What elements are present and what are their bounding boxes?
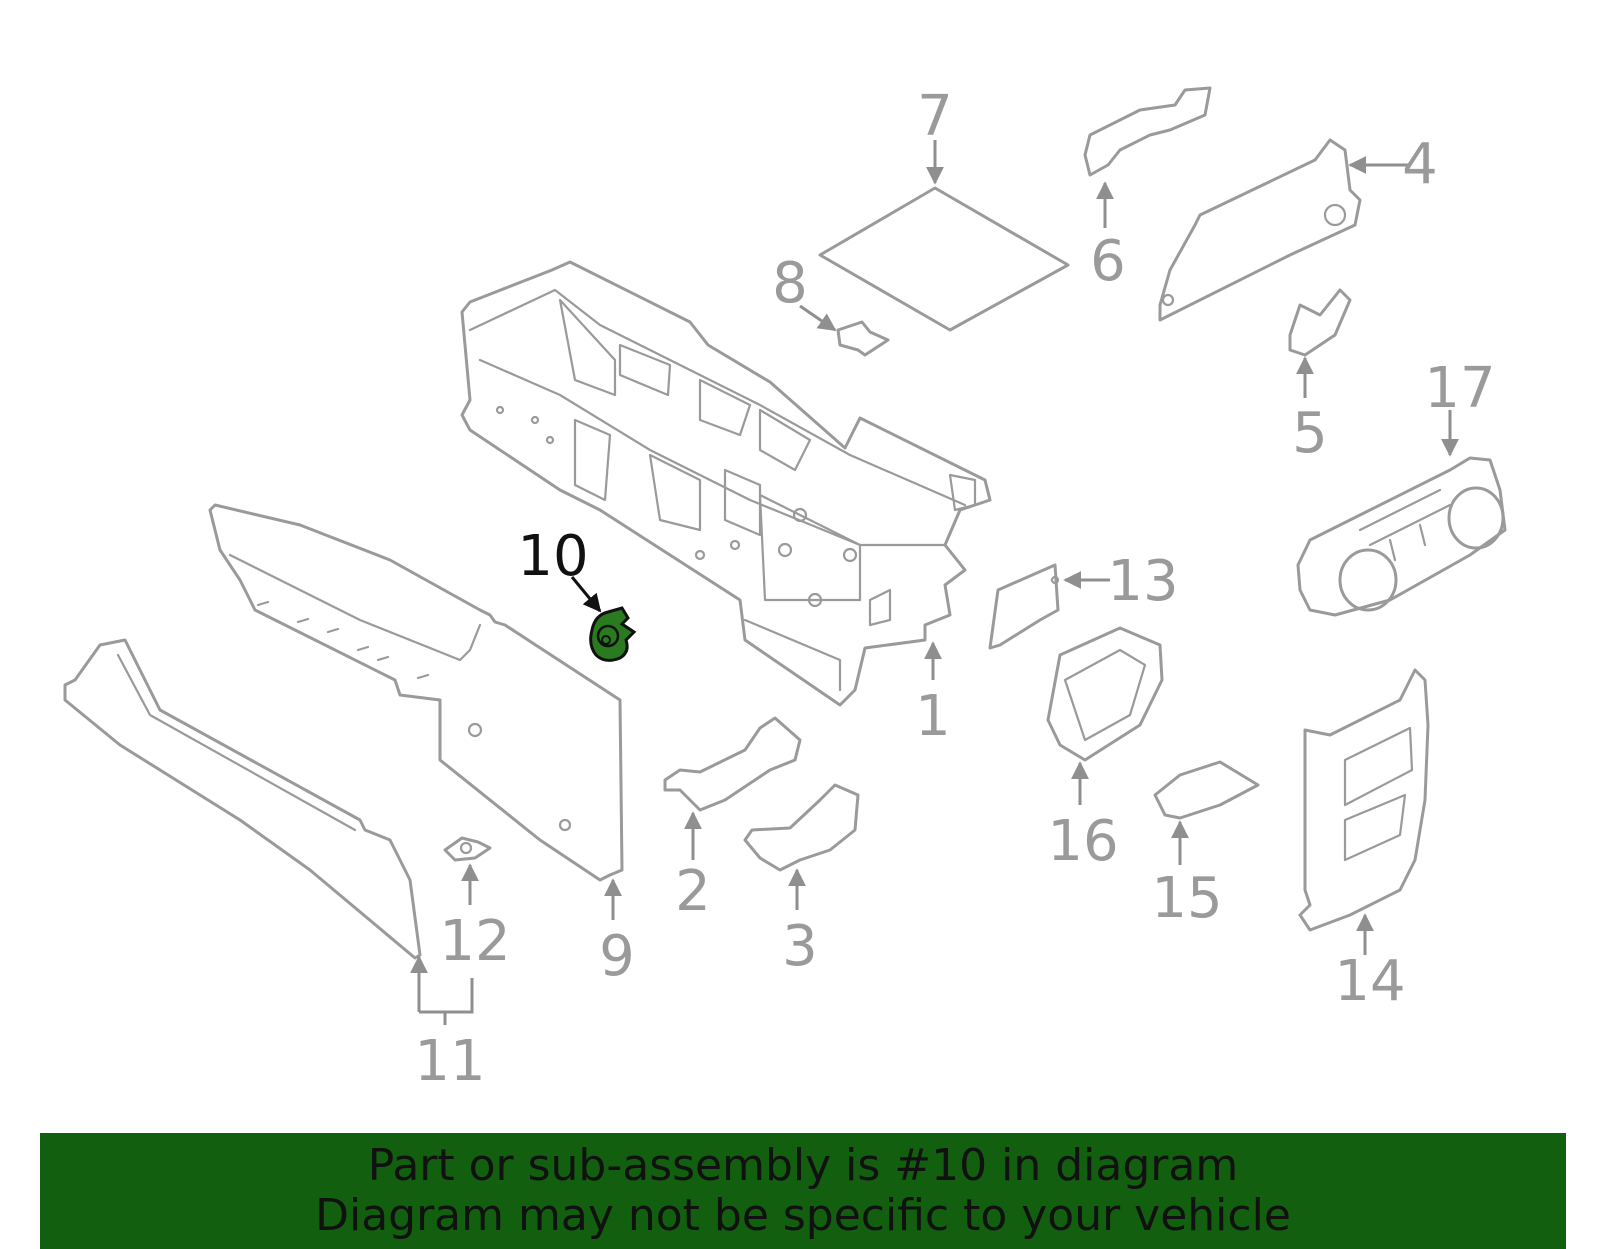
part-11-side-trim bbox=[63, 638, 422, 960]
part-2-bracket bbox=[663, 716, 802, 812]
part-10-highlighted bbox=[589, 606, 637, 662]
part-15-cover bbox=[1153, 760, 1260, 820]
callout-5: 5 bbox=[1292, 401, 1328, 466]
callout-6: 6 bbox=[1090, 229, 1126, 294]
part-7-pad bbox=[818, 186, 1070, 332]
callout-8: 8 bbox=[772, 251, 808, 316]
callout-numbers: 1 2 3 4 5 6 7 8 9 10 11 12 13 14 15 16 1… bbox=[414, 84, 1495, 1094]
callout-2: 2 bbox=[675, 859, 711, 924]
callout-10: 10 bbox=[517, 524, 588, 589]
callout-12: 12 bbox=[439, 909, 510, 974]
info-banner: Part or sub-assembly is #10 in diagram D… bbox=[40, 1133, 1566, 1249]
callout-1: 1 bbox=[915, 684, 951, 749]
banner-line-part: Part or sub-assembly is #10 in diagram bbox=[367, 1140, 1239, 1191]
leader-lines bbox=[410, 140, 1459, 1025]
callout-9: 9 bbox=[599, 924, 635, 989]
part-8-bracket bbox=[836, 320, 890, 357]
callout-17: 17 bbox=[1424, 356, 1495, 421]
part-17-vent-panel bbox=[1296, 456, 1507, 617]
banner-line-disclaimer: Diagram may not be specific to your vehi… bbox=[315, 1190, 1291, 1241]
part-6-bracket bbox=[1083, 86, 1212, 177]
part-12-clip bbox=[443, 836, 492, 862]
part-5-bracket bbox=[1288, 288, 1352, 357]
callout-4: 4 bbox=[1402, 132, 1438, 197]
part-3-bracket bbox=[743, 783, 860, 872]
callout-13: 13 bbox=[1107, 549, 1178, 614]
callout-11: 11 bbox=[414, 1029, 485, 1094]
callout-7: 7 bbox=[917, 84, 953, 149]
part-1-console-body bbox=[460, 260, 992, 707]
callout-15: 15 bbox=[1151, 866, 1222, 931]
callout-14: 14 bbox=[1334, 949, 1405, 1014]
part-13-module bbox=[988, 563, 1060, 650]
part-9-side-panel bbox=[208, 503, 624, 882]
part-16-storage-bin bbox=[1046, 626, 1164, 762]
part-4-trim-panel bbox=[1158, 138, 1362, 322]
callout-3: 3 bbox=[782, 914, 818, 979]
part-14-rear-panel bbox=[1298, 668, 1430, 932]
callout-16: 16 bbox=[1047, 809, 1118, 874]
